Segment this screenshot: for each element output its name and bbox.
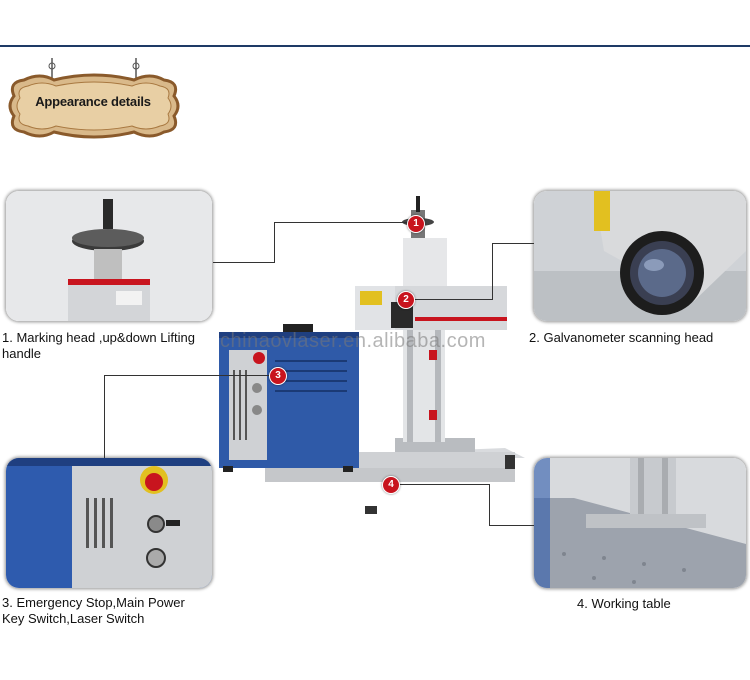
callout-badge-4: 4: [382, 476, 400, 494]
leader-line-2: [413, 299, 493, 300]
working-table-photo: [533, 457, 747, 589]
leader-line-1: [213, 262, 275, 263]
callout-badge-2: 2: [397, 291, 415, 309]
galvo-head-photo: [533, 190, 747, 322]
caption-2: 2. Galvanometer scanning head: [529, 330, 714, 345]
callout-badge-3: 3: [269, 367, 287, 385]
leader-line-3: [104, 375, 105, 458]
control-panel-photo: [5, 457, 213, 589]
leader-line-4: [489, 484, 490, 526]
leader-line-3: [104, 375, 270, 376]
leader-line-1: [274, 222, 275, 263]
leader-line-4: [398, 484, 489, 485]
leader-line-2: [492, 243, 493, 300]
caption-3: 3. Emergency Stop,Main Power Key Switch,…: [2, 595, 185, 626]
caption-1: 1. Marking head ,up&down Lifting handle: [2, 330, 195, 361]
leader-line-1: [274, 222, 411, 223]
top-divider-line: [0, 45, 750, 47]
callout-badge-1: 1: [407, 215, 425, 233]
marking-head-photo: [5, 190, 213, 322]
laser-machine-illustration: [215, 190, 535, 530]
leader-line-2: [492, 243, 534, 244]
caption-4: 4. Working table: [577, 596, 671, 611]
banner-title: Appearance details: [35, 94, 151, 109]
watermark-text: chinaovlaser.en.alibaba.com: [220, 330, 486, 352]
appearance-banner: [4, 56, 184, 146]
leader-line-4: [489, 525, 534, 526]
